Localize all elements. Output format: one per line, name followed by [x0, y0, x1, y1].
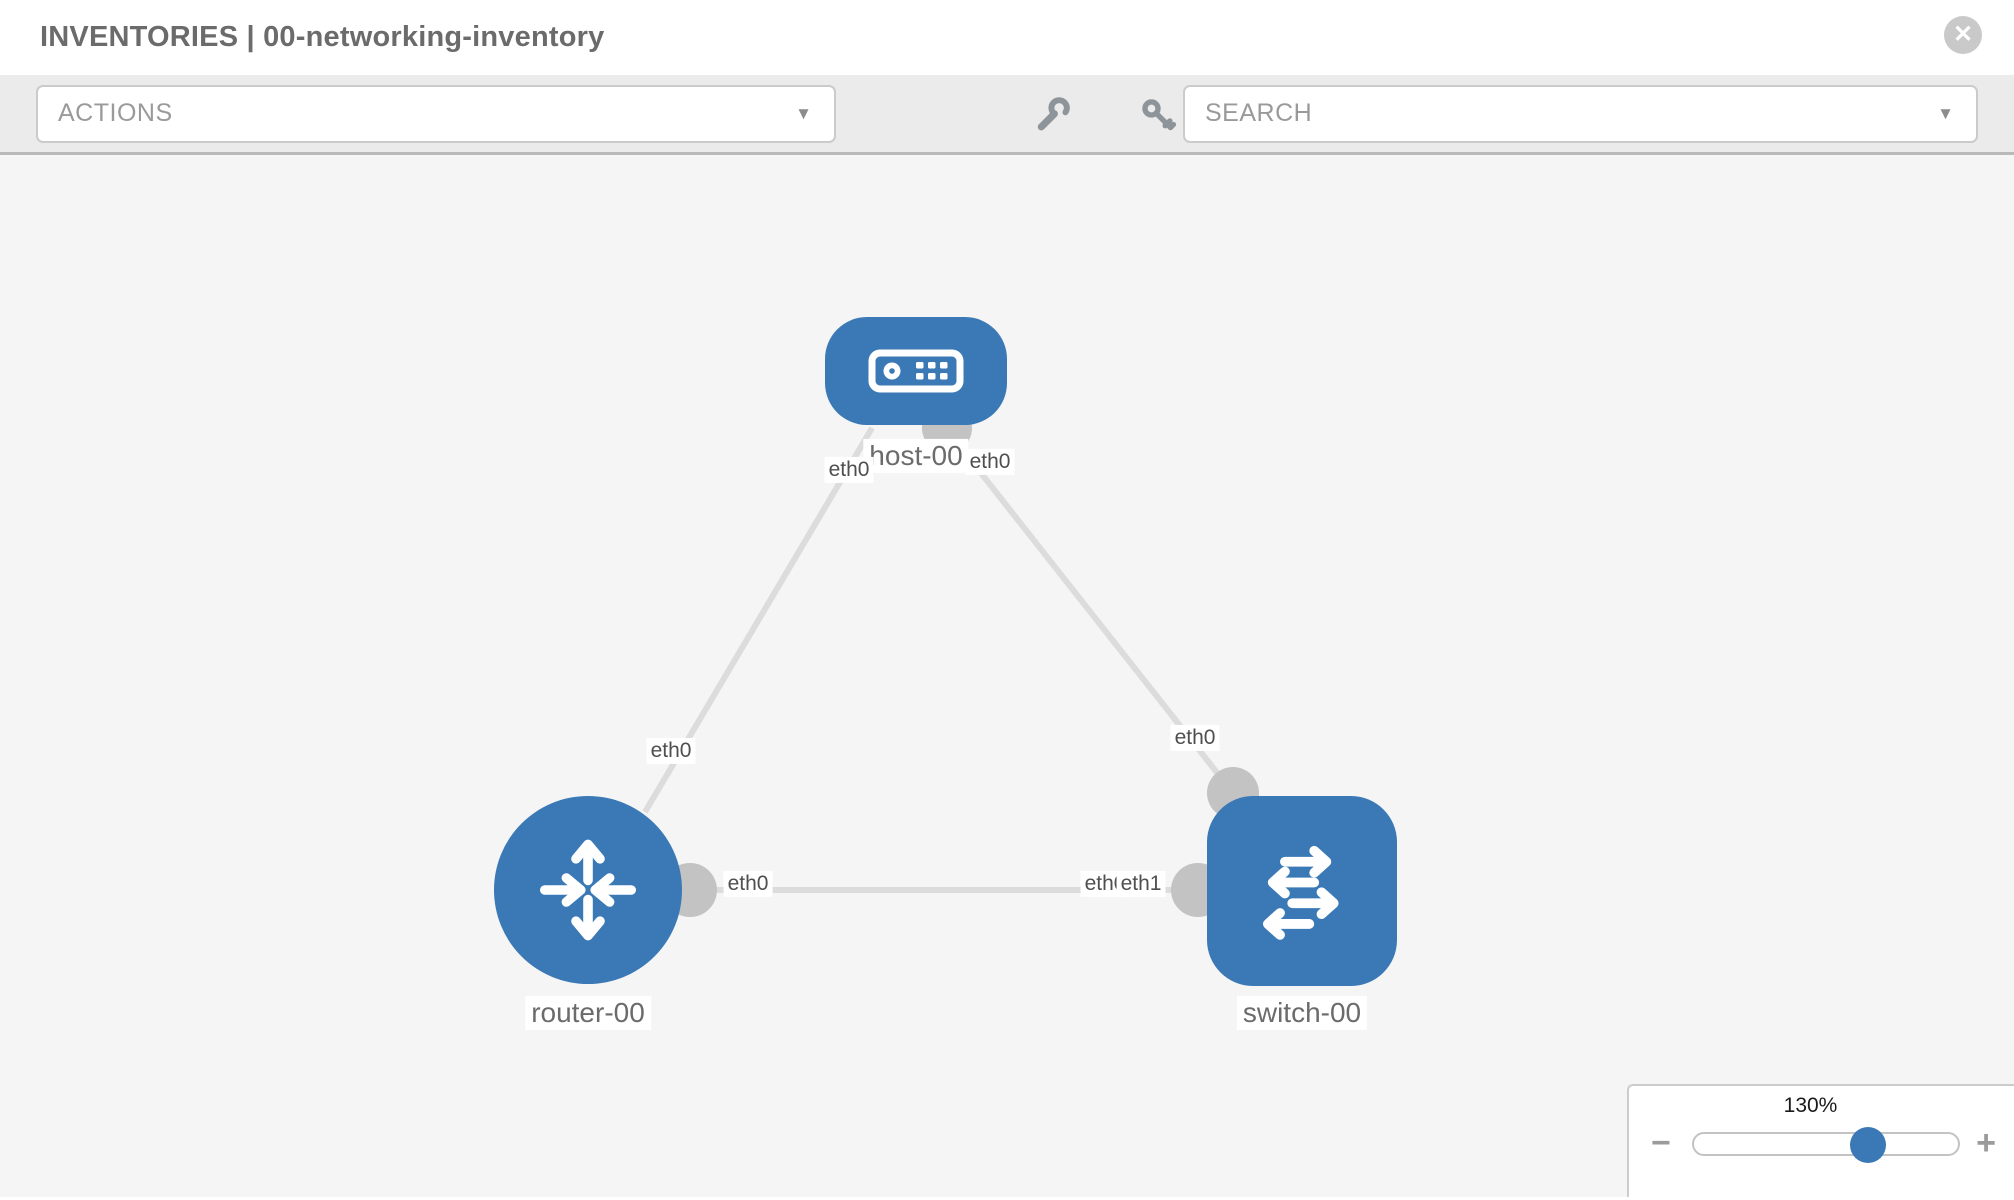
- zoom-slider-thumb[interactable]: [1850, 1127, 1886, 1163]
- interface-label: eth0: [965, 448, 1015, 476]
- interface-label: eth0: [824, 456, 874, 484]
- toolbar: ACTIONS ▼ SEARCH ▼: [0, 75, 2014, 155]
- zoom-slider-track[interactable]: [1692, 1127, 1960, 1163]
- close-button[interactable]: ✕: [1944, 16, 1982, 54]
- zoom-control-panel: 130% − +: [1627, 1084, 2014, 1197]
- actions-dropdown[interactable]: ACTIONS ▼: [36, 84, 836, 143]
- interface-label: eth0: [646, 737, 696, 765]
- interface-label: eth0: [723, 870, 773, 898]
- interface-label: eth1: [1116, 870, 1166, 898]
- page-title: INVENTORIES | 00-networking-inventory: [40, 21, 605, 53]
- search-dropdown-label: SEARCH: [1205, 99, 1313, 127]
- chevron-down-icon: ▼: [1937, 103, 1954, 123]
- wrench-icon[interactable]: [1030, 93, 1074, 137]
- toolbar-icons: [1030, 85, 1180, 145]
- close-icon: ✕: [1952, 21, 1974, 48]
- key-icon[interactable]: [1136, 93, 1180, 137]
- node-switch-00[interactable]: [1207, 796, 1397, 986]
- switch-icon: [1262, 845, 1339, 940]
- zoom-level-value: 130%: [1783, 1094, 1838, 1117]
- actions-dropdown-label: ACTIONS: [58, 99, 173, 127]
- node-host-00[interactable]: [825, 317, 1007, 425]
- host-icon: [868, 349, 964, 393]
- topology-canvas[interactable]: host-00 router-00 switch-00 eth0 eth0 et…: [0, 155, 2014, 1197]
- zoom-in-button[interactable]: +: [1976, 1124, 1996, 1162]
- zoom-out-button[interactable]: −: [1651, 1124, 1671, 1162]
- node-router-00[interactable]: [494, 796, 682, 984]
- topology-links-layer: [642, 403, 1259, 917]
- interface-label: eth0: [1170, 724, 1220, 752]
- page-header: INVENTORIES | 00-networking-inventory ✕: [0, 0, 2014, 75]
- node-label-host: host-00: [863, 438, 969, 474]
- router-icon: [540, 839, 636, 941]
- node-label-router: router-00: [525, 995, 651, 1031]
- node-label-switch: switch-00: [1236, 995, 1368, 1031]
- search-dropdown[interactable]: SEARCH ▼: [1183, 84, 1978, 143]
- chevron-down-icon: ▼: [795, 103, 812, 123]
